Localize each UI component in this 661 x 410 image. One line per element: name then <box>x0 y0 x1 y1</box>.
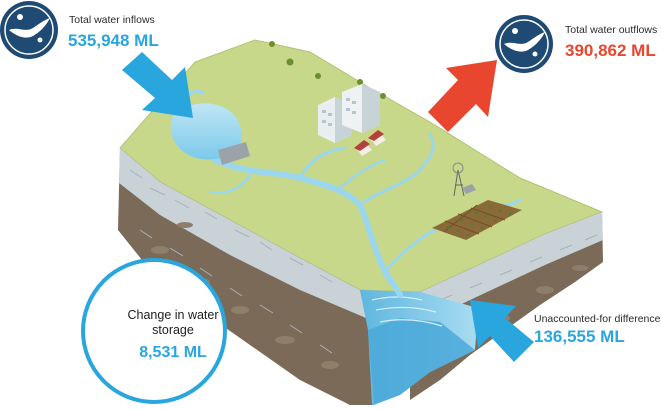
water-drop-icon <box>495 15 553 73</box>
waterfall-ripples <box>371 296 443 327</box>
houses <box>354 130 386 156</box>
waterfall-front <box>368 318 475 405</box>
reservoir <box>170 103 242 160</box>
dam-wall <box>218 142 250 165</box>
outflows-value: 390,862 ML <box>565 41 656 60</box>
outflows-label: Total water outflows <box>565 24 658 36</box>
windmill <box>452 162 465 197</box>
inflow-arrow-icon <box>122 52 193 118</box>
right-rock-band <box>420 212 603 322</box>
storage-label: Change in water storage <box>127 308 219 337</box>
trees <box>269 41 386 99</box>
water-tank <box>462 184 476 194</box>
unaccounted-label: Unaccounted-for difference <box>534 313 661 325</box>
unaccounted-arrow-icon <box>470 300 534 362</box>
water-drop-icon <box>0 1 58 59</box>
crop-field <box>432 200 522 240</box>
unaccounted-value: 136,555 ML <box>534 327 625 346</box>
rock-texture <box>129 169 598 354</box>
left-rock-band <box>119 148 366 318</box>
outflow-arrow-icon <box>428 60 497 132</box>
buildings <box>318 84 380 143</box>
inflows-value: 535,948 ML <box>68 31 159 50</box>
storage-value: 8,531 ML <box>139 344 207 361</box>
storage-circle <box>81 258 227 404</box>
inflows-label: Total water inflows <box>69 14 155 26</box>
